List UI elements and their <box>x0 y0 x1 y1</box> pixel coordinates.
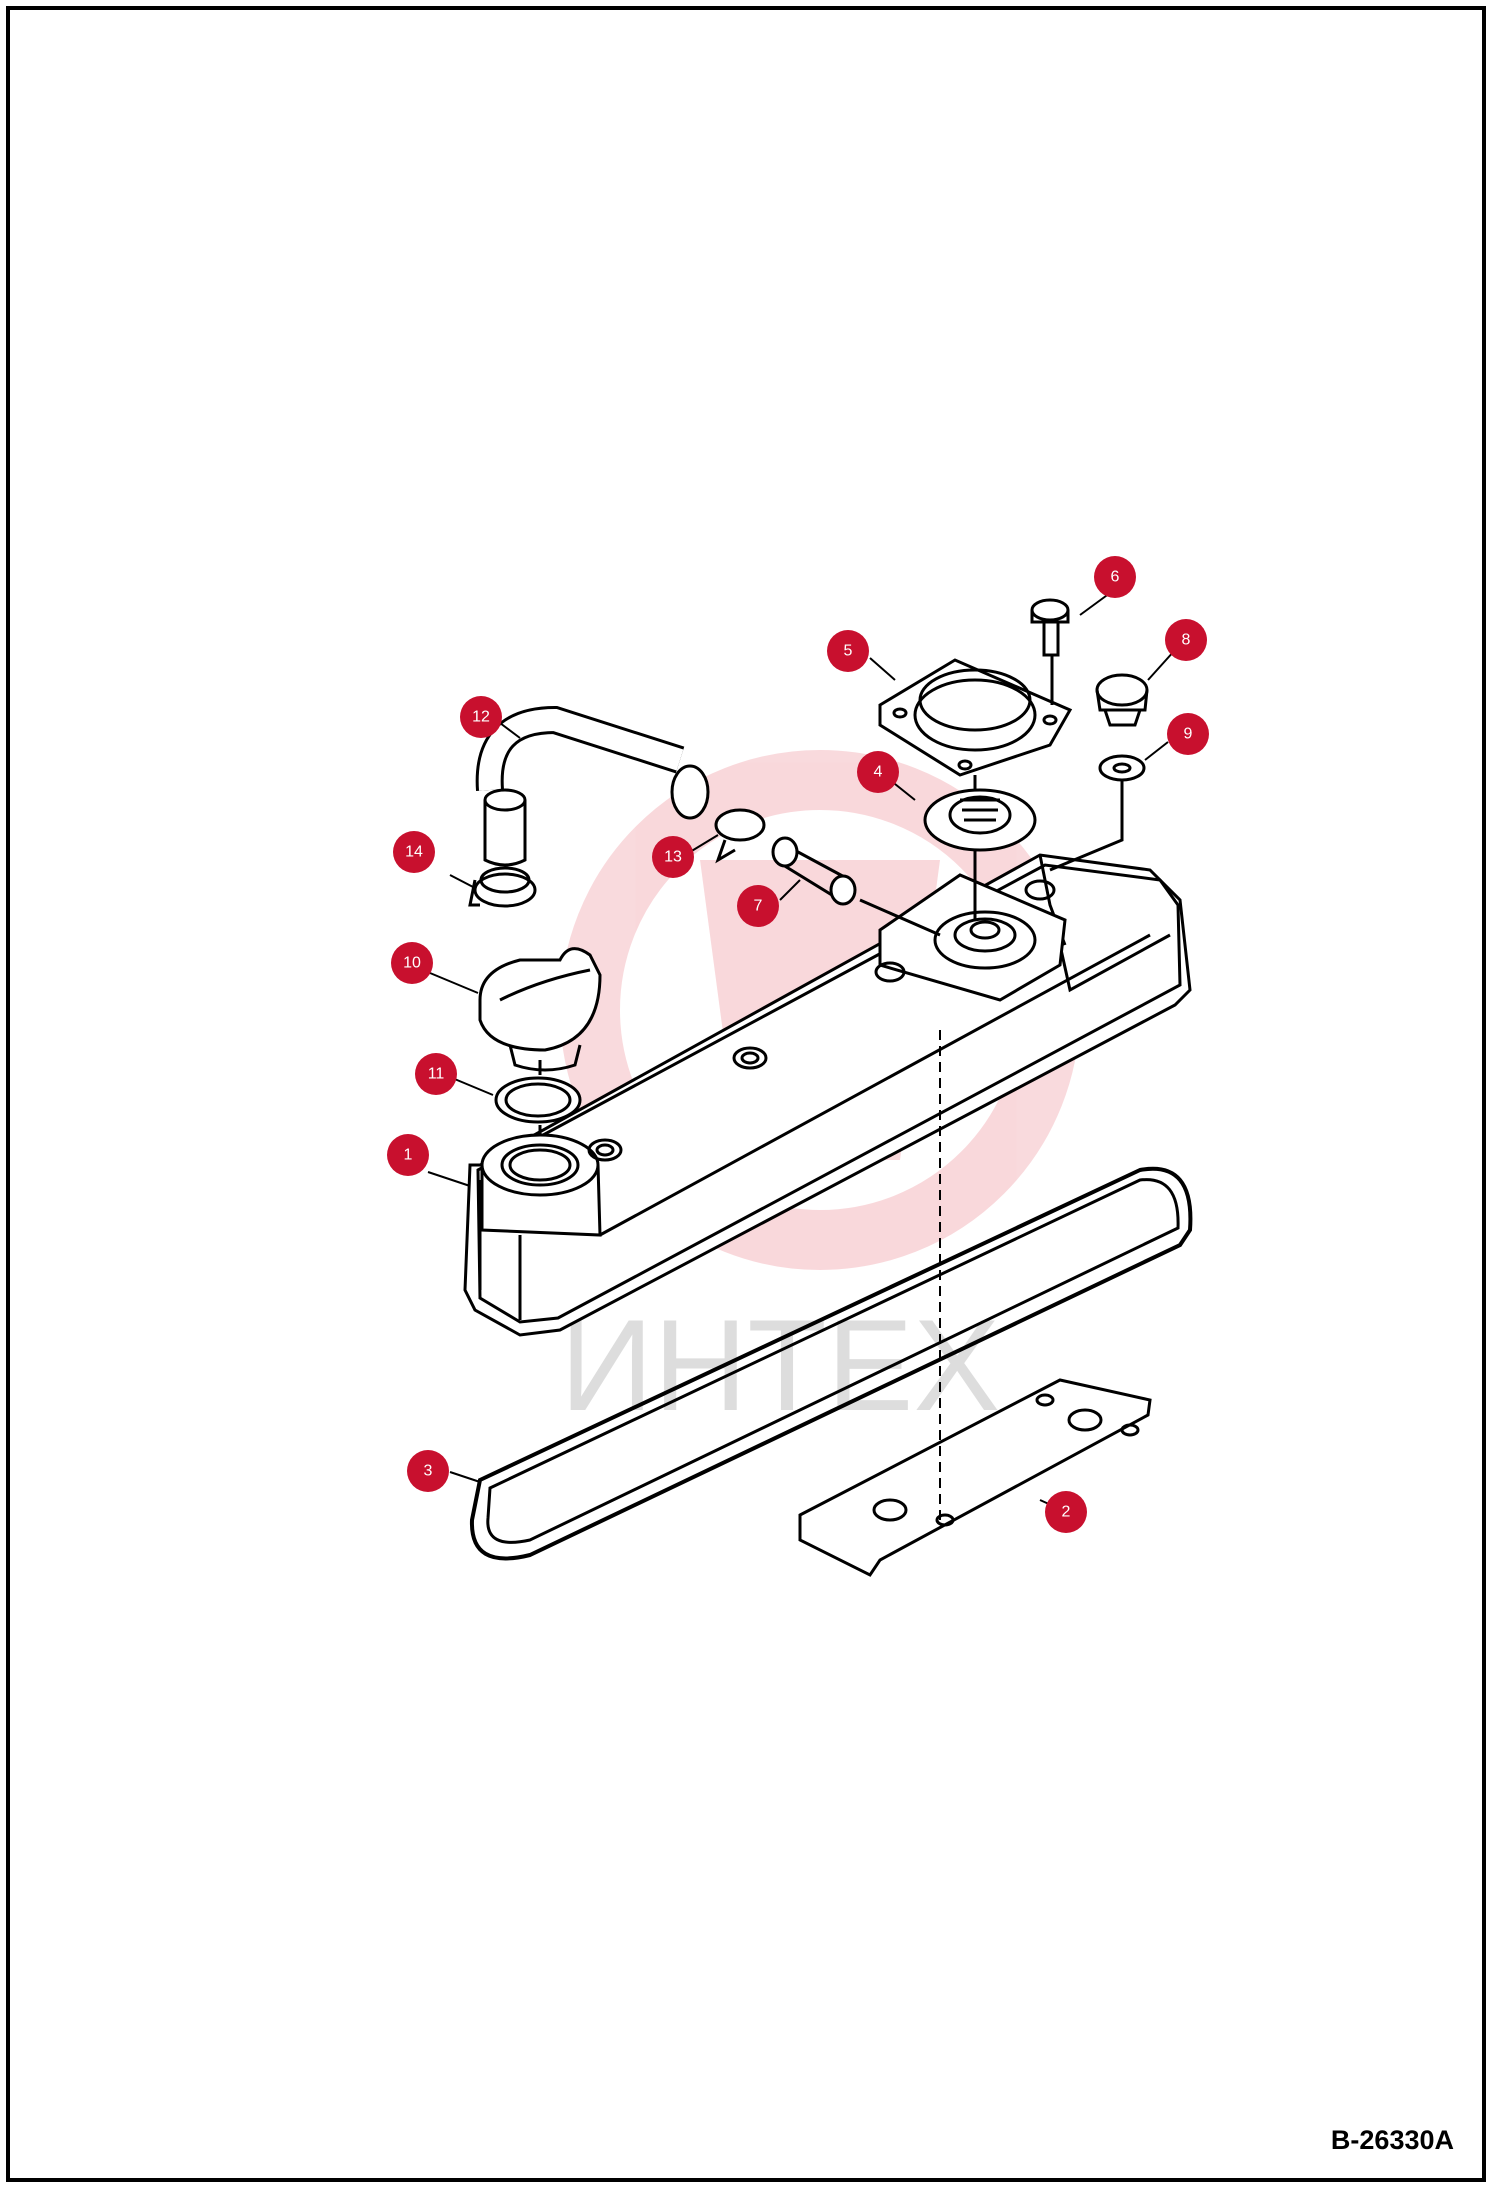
breather-diaphragm <box>923 775 1037 920</box>
svg-text:10: 10 <box>403 955 421 972</box>
callout-9[interactable]: 9 <box>1167 713 1209 755</box>
washer <box>1049 754 1146 872</box>
callout-7[interactable]: 7 <box>737 885 779 927</box>
callout-5[interactable]: 5 <box>827 630 869 672</box>
svg-text:14: 14 <box>405 844 423 861</box>
callout-6[interactable]: 6 <box>1094 556 1136 598</box>
o-ring <box>494 1060 582 1135</box>
svg-text:5: 5 <box>844 643 853 660</box>
svg-text:2: 2 <box>1062 1504 1071 1521</box>
callout-3[interactable]: 3 <box>407 1450 449 1492</box>
gasket <box>469 1166 1193 1561</box>
callout-8[interactable]: 8 <box>1165 619 1207 661</box>
hose-clamp <box>468 866 537 908</box>
callout-markers: 1 2 3 4 5 6 7 8 9 10 11 12 13 14 <box>387 556 1209 1533</box>
page-border <box>6 6 1486 2182</box>
callout-14[interactable]: 14 <box>393 831 435 873</box>
breather-seat <box>732 873 1067 1070</box>
parts-linework <box>427 592 1193 1577</box>
svg-text:6: 6 <box>1111 569 1120 586</box>
bolt <box>1030 598 1070 705</box>
svg-text:8: 8 <box>1182 632 1191 649</box>
callout-13[interactable]: 13 <box>652 836 694 878</box>
svg-text:11: 11 <box>428 1066 445 1083</box>
svg-text:9: 9 <box>1184 726 1193 743</box>
svg-text:4: 4 <box>874 764 883 781</box>
callout-12[interactable]: 12 <box>460 696 502 738</box>
breather-hose <box>475 705 710 867</box>
cap-nut <box>1095 673 1149 727</box>
svg-text:3: 3 <box>424 1463 433 1480</box>
svg-text:7: 7 <box>754 898 763 915</box>
drawing-reference-number: B-26330A <box>1330 2125 1454 2155</box>
callout-4[interactable]: 4 <box>857 751 899 793</box>
baffle-plate <box>798 1378 1152 1577</box>
callout-2[interactable]: 2 <box>1045 1491 1087 1533</box>
callout-11[interactable]: 11 <box>415 1053 457 1095</box>
breather-cover <box>878 658 1073 777</box>
svg-text:12: 12 <box>472 709 490 726</box>
svg-text:1: 1 <box>404 1147 413 1164</box>
svg-text:13: 13 <box>664 849 682 866</box>
callout-10[interactable]: 10 <box>391 942 433 984</box>
hose-clamp-small <box>714 808 766 864</box>
oil-filler-cap <box>478 947 602 1072</box>
watermark-text: ИНТЕХ <box>560 1292 1000 1438</box>
callout-1[interactable]: 1 <box>387 1134 429 1176</box>
breather-tube <box>771 836 941 937</box>
